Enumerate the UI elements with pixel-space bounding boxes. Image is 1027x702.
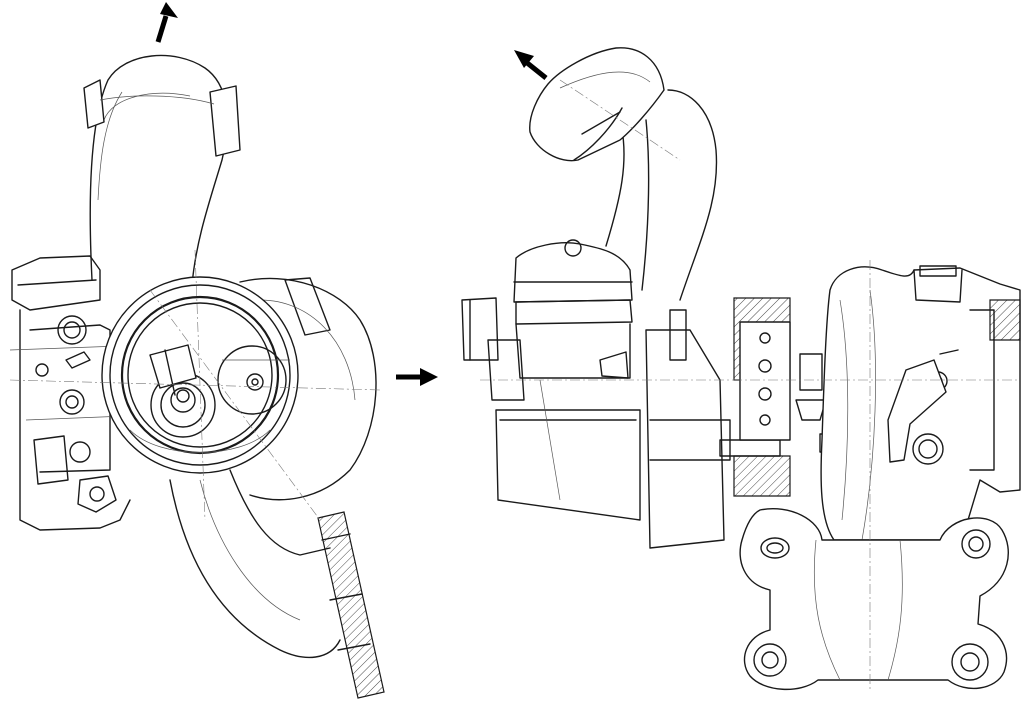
view-transition-arrow [396,368,438,386]
end-view [9,2,385,699]
exhaust-flange [739,508,1009,691]
outlet-pipe-left [83,54,241,286]
turbine-housing [239,277,377,501]
outlet-arrow-right [514,50,548,80]
side-view [461,47,1021,691]
outlet-arrow-left [155,2,178,43]
actuator-right [461,239,641,521]
actuator-left [9,255,131,531]
center-housing [645,297,886,549]
lower-duct [169,469,385,699]
compressor-cover [101,276,299,474]
turbine-housing-right [820,265,1021,541]
